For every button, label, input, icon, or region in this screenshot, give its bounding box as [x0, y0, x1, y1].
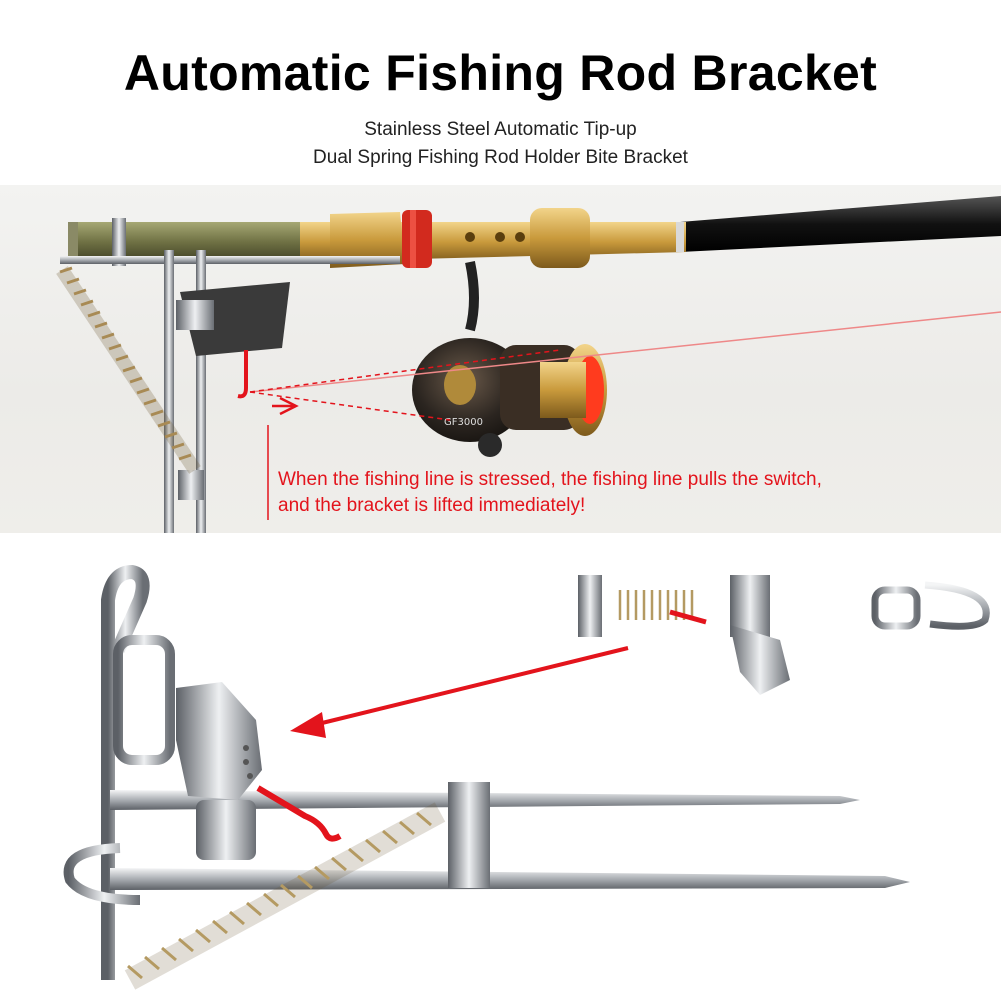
fishing-rod: [68, 196, 1001, 268]
bracket-folded-view: [322, 575, 990, 695]
bracket-closeup: [63, 564, 910, 990]
caption-line-2: and the bracket is lifted immediately!: [278, 495, 586, 516]
caption-line-1: When the fishing line is stressed, the f…: [278, 469, 822, 490]
pull-direction-arrow-icon: [272, 396, 299, 416]
fishing-line: [249, 311, 1001, 421]
spinning-reel: GF3000: [412, 260, 607, 457]
subtitle-line-1: Stainless Steel Automatic Tip-up: [364, 119, 637, 140]
page-title: Automatic Fishing Rod Bracket: [123, 45, 878, 101]
reel-label: GF3000: [444, 417, 483, 428]
bracket-in-use: [56, 250, 400, 533]
product-photo-panel: [0, 533, 1001, 1001]
zoom-arrow-icon: [290, 646, 629, 738]
subtitle-line-2: Dual Spring Fishing Rod Holder Bite Brac…: [313, 147, 688, 168]
